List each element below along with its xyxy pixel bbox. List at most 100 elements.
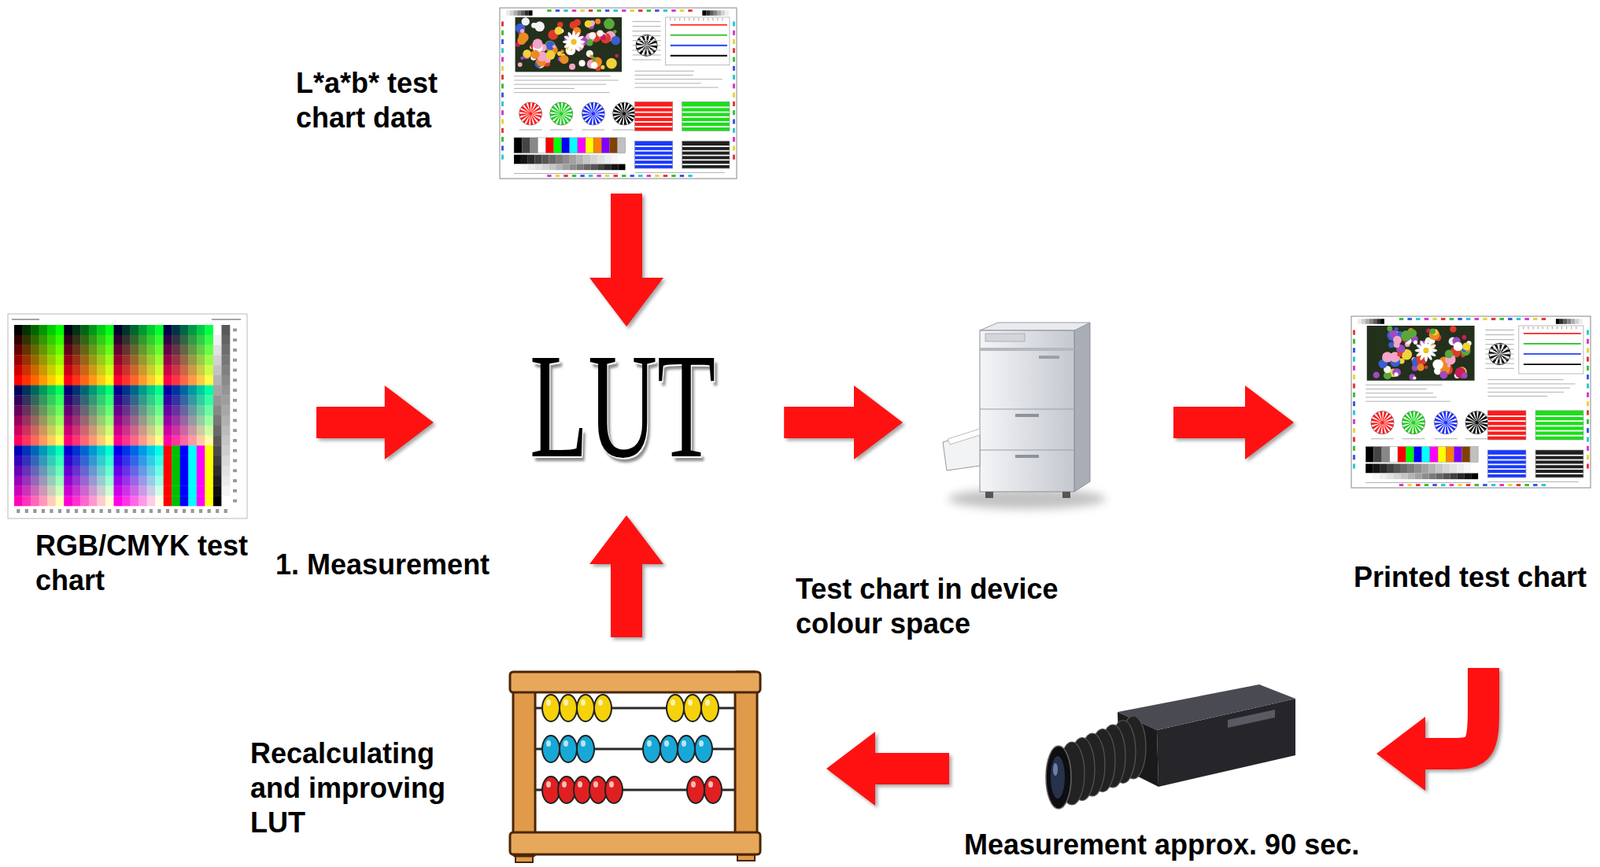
stripe-gap	[635, 116, 673, 119]
colour-cell	[213, 325, 222, 336]
fine-print	[1365, 384, 1442, 386]
colour-cell	[163, 425, 173, 437]
arrow-body	[589, 193, 664, 327]
colour-cell	[204, 455, 214, 466]
colour-cell	[30, 365, 40, 376]
daisy-centre	[570, 39, 577, 45]
colour-cell	[221, 485, 230, 496]
flower-blob	[1453, 342, 1464, 352]
grey-patch	[1372, 463, 1380, 473]
colour-cell	[113, 465, 122, 477]
edge-mark	[732, 21, 736, 26]
column-mark	[41, 509, 45, 514]
edge-mark	[501, 56, 504, 62]
edge-mark	[501, 74, 504, 80]
colour-patch	[1365, 447, 1374, 463]
edge-mark	[671, 174, 676, 178]
colour-cell	[213, 405, 222, 416]
edge-mark	[501, 155, 504, 160]
circle-wedge	[532, 109, 542, 114]
colour-cell	[188, 325, 197, 336]
colour-cell	[113, 325, 122, 336]
colour-cell	[171, 495, 181, 507]
grey-patch	[569, 155, 577, 165]
grey-patch	[1429, 472, 1437, 480]
colour-cell	[14, 365, 23, 376]
colour-cell	[113, 335, 122, 346]
grey-step	[1582, 318, 1587, 325]
edge-mark	[1352, 401, 1356, 407]
edge-mark	[671, 9, 676, 12]
fine-print	[635, 70, 695, 72]
flower-blob	[578, 59, 585, 67]
block-arrow	[826, 731, 950, 806]
abacus-bead	[677, 735, 695, 763]
edge-mark	[501, 48, 504, 53]
colour-cell	[63, 495, 73, 507]
colour-cell	[163, 465, 173, 477]
edge-mark	[663, 9, 668, 12]
test-circle	[519, 102, 543, 126]
colour-cell	[196, 385, 206, 396]
colour-cell	[121, 465, 131, 477]
flower-blob	[1461, 372, 1468, 379]
colour-cell	[55, 375, 65, 386]
colour-cell	[55, 415, 65, 426]
edge-mark	[1586, 356, 1589, 362]
colour-cell	[180, 445, 189, 456]
colour-cell	[88, 485, 98, 496]
fine-print	[1433, 438, 1457, 440]
abacus-post	[735, 672, 758, 855]
colour-cell	[47, 465, 56, 477]
flower-blob	[1444, 350, 1454, 359]
grey-patch	[562, 155, 570, 165]
colour-cell	[121, 445, 131, 456]
grey-patch	[1422, 463, 1430, 473]
grey-step	[521, 10, 525, 16]
colour-cell	[147, 375, 156, 386]
fine-print	[635, 172, 725, 174]
colour-cell	[221, 325, 230, 336]
colour-cell	[180, 436, 189, 447]
colour-cell	[196, 365, 206, 376]
grey-patch	[618, 155, 626, 165]
colour-cell	[88, 425, 98, 437]
colour-cell	[130, 485, 140, 496]
colour-cell	[63, 354, 73, 366]
circle-rim	[1370, 411, 1394, 435]
colour-cell	[171, 395, 181, 406]
circle-wedge	[619, 102, 624, 112]
colour-cell	[213, 425, 222, 437]
stripe-bar	[635, 101, 673, 131]
colour-cell	[163, 445, 173, 456]
colour-cell	[63, 375, 73, 386]
colour-cell	[163, 325, 173, 336]
flower-blob	[1462, 335, 1467, 340]
grey-patch	[611, 164, 619, 171]
colour-cell	[80, 375, 89, 386]
tick-line	[669, 18, 671, 21]
edge-mark	[654, 174, 659, 178]
edge-mark	[563, 174, 568, 178]
colour-cell	[63, 465, 73, 477]
step-label: 1. Measurement	[275, 547, 490, 583]
colour-cell	[72, 325, 82, 336]
colour-cell	[204, 365, 214, 376]
tick-line	[683, 18, 685, 21]
tick-line	[1551, 326, 1553, 329]
colour-cell	[180, 345, 189, 356]
colour-cell	[39, 345, 49, 356]
circle-wedge	[1414, 424, 1419, 434]
circle-wedge	[550, 114, 560, 119]
flower-blob	[1393, 336, 1402, 345]
colour-cell	[30, 395, 40, 406]
colour-cell	[14, 455, 23, 466]
column-mark	[140, 509, 145, 514]
colour-patch	[617, 137, 625, 154]
flower-blob	[554, 26, 563, 35]
edge-mark	[1352, 463, 1356, 469]
colour-cell	[147, 405, 156, 416]
arrow-body	[826, 731, 950, 806]
colour-cell	[39, 375, 49, 386]
edge-mark	[732, 155, 736, 160]
